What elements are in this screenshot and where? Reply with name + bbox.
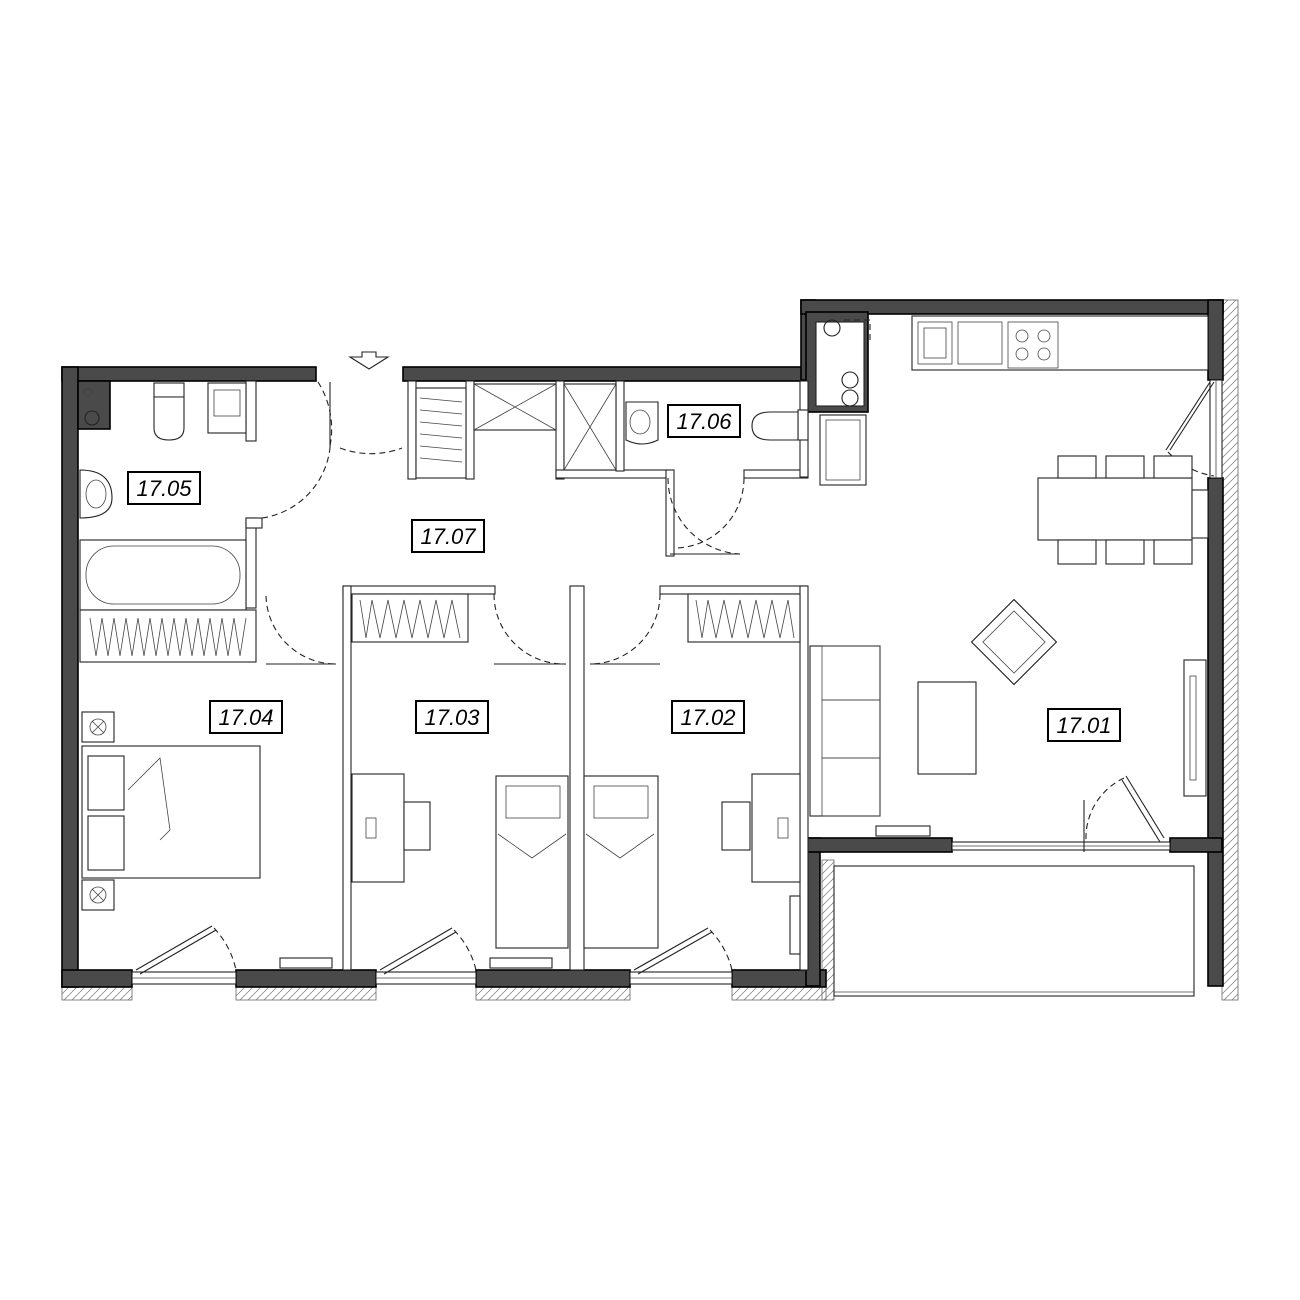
bedroom-17-02-furniture	[583, 773, 801, 955]
living-furniture	[809, 598, 1207, 817]
room-label-17-04: 17.04	[209, 700, 283, 734]
walls	[61, 299, 1224, 988]
room-label-17-06: 17.06	[667, 404, 741, 438]
svg-text:17.07: 17.07	[420, 524, 476, 549]
room-label-17-07: 17.07	[411, 519, 485, 553]
window-sashes	[135, 381, 1215, 975]
room-label-17-05: 17.05	[127, 471, 201, 505]
wardrobes	[351, 383, 801, 643]
bathroom-fixtures	[79, 382, 257, 663]
wc-fixtures	[625, 319, 871, 486]
svg-text:17.04: 17.04	[218, 705, 273, 730]
entrance-arrow-icon	[348, 351, 390, 370]
svg-text:17.05: 17.05	[136, 476, 192, 501]
balcony	[833, 865, 1195, 997]
svg-text:17.01: 17.01	[1056, 713, 1111, 738]
svg-text:17.06: 17.06	[676, 409, 732, 434]
windows	[131, 379, 1223, 985]
room-label-17-01: 17.01	[1047, 708, 1121, 742]
dining-table	[1037, 455, 1209, 565]
room-label-17-03: 17.03	[415, 700, 489, 734]
radiator-icon	[279, 825, 931, 969]
bedroom-17-03-furniture	[351, 773, 569, 949]
door-swing-icon	[261, 381, 745, 665]
kitchen	[911, 315, 1209, 371]
bed-double	[81, 711, 261, 911]
svg-text:17.03: 17.03	[424, 705, 480, 730]
svg-text:17.02: 17.02	[680, 705, 735, 730]
room-label-17-02: 17.02	[671, 700, 745, 734]
